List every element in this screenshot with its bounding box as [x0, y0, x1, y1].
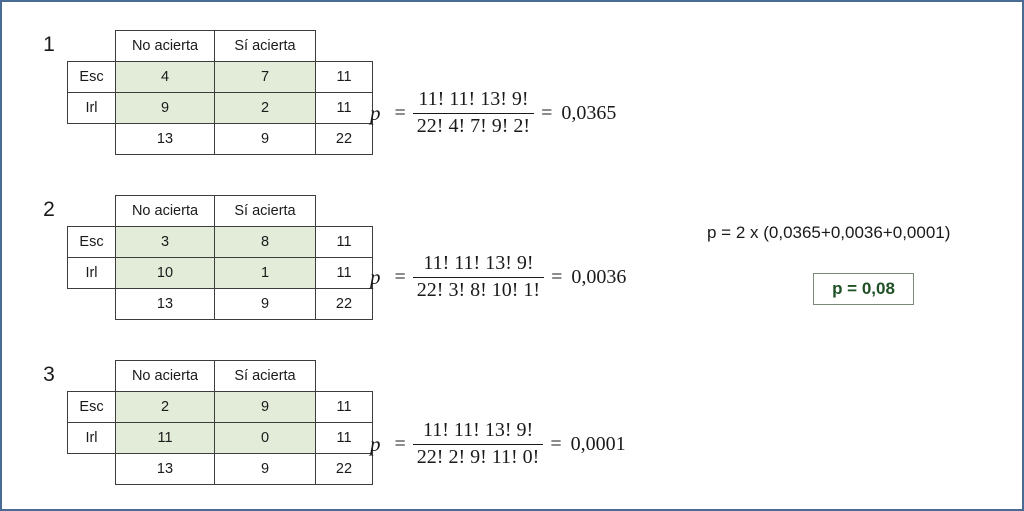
table-index-label-1: 1 [43, 33, 55, 56]
header-si-acierta: Sí acierta [214, 195, 316, 227]
cell-irl-total: 11 [315, 92, 373, 124]
grand-total: 22 [315, 288, 373, 320]
contingency-table-block-1: 1 No acierta Sí acierta Esc 4 7 11 Irl 9 [20, 30, 373, 155]
table-index-label-2: 2 [43, 198, 55, 221]
header-no-acierta: No acierta [115, 195, 215, 227]
formula-result: 0,0001 [570, 432, 626, 455]
probability-formula-1: p = 11! 11! 13! 9! 22! 4! 7! 9! 2! = 0,0… [370, 88, 616, 138]
table-totals-row: 13 9 22 [68, 453, 373, 485]
contingency-table-2: No acierta Sí acierta Esc 3 8 11 Irl 10 … [67, 195, 373, 320]
total-si-acierta: 9 [214, 288, 316, 320]
table-row: Irl 10 1 11 [67, 257, 373, 289]
formula-numerator: 11! 11! 13! 9! [418, 88, 529, 110]
formula-denominator: 22! 3! 8! 10! 1! [412, 276, 545, 303]
total-no-acierta: 13 [115, 288, 215, 320]
cell-esc-no-acierta: 3 [115, 226, 215, 258]
formula-fraction: 11! 11! 13! 9! 22! 3! 8! 10! 1! [412, 252, 545, 303]
probability-formula-2: p = 11! 11! 13! 9! 22! 3! 8! 10! 1! = 0,… [370, 252, 626, 302]
formula-result: 0,0365 [561, 101, 617, 124]
cell-esc-si-acierta: 8 [214, 226, 316, 258]
header-corner-cell [68, 361, 116, 392]
formula-result: 0,0036 [571, 265, 627, 288]
grand-total: 22 [315, 123, 373, 155]
formula-variable: p [370, 431, 381, 456]
cell-irl-si-acierta: 1 [214, 257, 316, 289]
formula-fraction: 11! 11! 13! 9! 22! 4! 7! 9! 2! [412, 88, 535, 139]
cell-esc-no-acierta: 4 [115, 61, 215, 93]
formula-variable: p [370, 264, 381, 289]
formula-variable: p [370, 100, 381, 125]
table-totals-row: 13 9 22 [68, 288, 373, 320]
header-corner-cell [68, 31, 116, 62]
header-corner-cell [68, 196, 116, 227]
cell-irl-total: 11 [315, 257, 373, 289]
header-total-cell [316, 196, 373, 227]
cell-irl-no-acierta: 9 [115, 92, 215, 124]
cell-esc-total: 11 [315, 391, 373, 423]
row-label-irl: Irl [67, 257, 116, 289]
formula-equals-sign: = [394, 265, 406, 288]
header-no-acierta: No acierta [115, 360, 215, 392]
formula-denominator: 22! 4! 7! 9! 2! [412, 112, 535, 139]
table-row: Esc 4 7 11 [67, 61, 373, 93]
cell-esc-no-acierta: 2 [115, 391, 215, 423]
probability-formula-3: p = 11! 11! 13! 9! 22! 2! 9! 11! 0! = 0,… [370, 419, 626, 469]
header-si-acierta: Sí acierta [214, 30, 316, 62]
totals-row-label [68, 454, 116, 485]
contingency-table-block-3: 3 No acierta Sí acierta Esc 2 9 11 Irl 1… [20, 360, 373, 485]
table-row: Esc 3 8 11 [67, 226, 373, 258]
table-totals-row: 13 9 22 [68, 123, 373, 155]
contingency-table-3: No acierta Sí acierta Esc 2 9 11 Irl 11 … [67, 360, 373, 485]
total-no-acierta: 13 [115, 453, 215, 485]
header-total-cell [316, 361, 373, 392]
combined-p-expression: p = 2 x (0,0365+0,0036+0,0001) [707, 223, 951, 242]
formula-equals-sign-2: = [550, 432, 562, 455]
row-label-esc: Esc [67, 61, 116, 93]
table-row: Irl 9 2 11 [67, 92, 373, 124]
table-header-row: No acierta Sí acierta [68, 360, 373, 392]
cell-irl-no-acierta: 10 [115, 257, 215, 289]
cell-irl-si-acierta: 2 [214, 92, 316, 124]
formula-equals-sign: = [394, 101, 406, 124]
totals-row-label [68, 289, 116, 320]
row-label-esc: Esc [67, 391, 116, 423]
cell-irl-si-acierta: 0 [214, 422, 316, 454]
table-row: Esc 2 9 11 [67, 391, 373, 423]
row-label-irl: Irl [67, 422, 116, 454]
grand-total: 22 [315, 453, 373, 485]
table-header-row: No acierta Sí acierta [68, 30, 373, 62]
contingency-table-1: No acierta Sí acierta Esc 4 7 11 Irl 9 2… [67, 30, 373, 155]
total-no-acierta: 13 [115, 123, 215, 155]
table-index-label-3: 3 [43, 363, 55, 386]
formula-equals-sign-2: = [541, 101, 553, 124]
totals-row-label [68, 124, 116, 155]
formula-fraction: 11! 11! 13! 9! 22! 2! 9! 11! 0! [412, 419, 544, 470]
cell-esc-si-acierta: 7 [214, 61, 316, 93]
header-no-acierta: No acierta [115, 30, 215, 62]
cell-esc-total: 11 [315, 226, 373, 258]
formula-equals-sign-2: = [551, 265, 563, 288]
formula-numerator: 11! 11! 13! 9! [423, 252, 534, 274]
contingency-table-block-2: 2 No acierta Sí acierta Esc 3 8 11 Irl 1… [20, 195, 373, 320]
header-si-acierta: Sí acierta [214, 360, 316, 392]
total-si-acierta: 9 [214, 123, 316, 155]
row-label-irl: Irl [67, 92, 116, 124]
formula-equals-sign: = [394, 432, 406, 455]
final-p-value-text: p = 0,08 [832, 279, 895, 298]
total-si-acierta: 9 [214, 453, 316, 485]
cell-esc-total: 11 [315, 61, 373, 93]
table-row: Irl 11 0 11 [67, 422, 373, 454]
final-p-value-box: p = 0,08 [813, 273, 914, 305]
table-header-row: No acierta Sí acierta [68, 195, 373, 227]
formula-numerator: 11! 11! 13! 9! [422, 419, 534, 441]
cell-irl-total: 11 [315, 422, 373, 454]
header-total-cell [316, 31, 373, 62]
row-label-esc: Esc [67, 226, 116, 258]
cell-irl-no-acierta: 11 [115, 422, 215, 454]
formula-denominator: 22! 2! 9! 11! 0! [412, 443, 544, 470]
cell-esc-si-acierta: 9 [214, 391, 316, 423]
